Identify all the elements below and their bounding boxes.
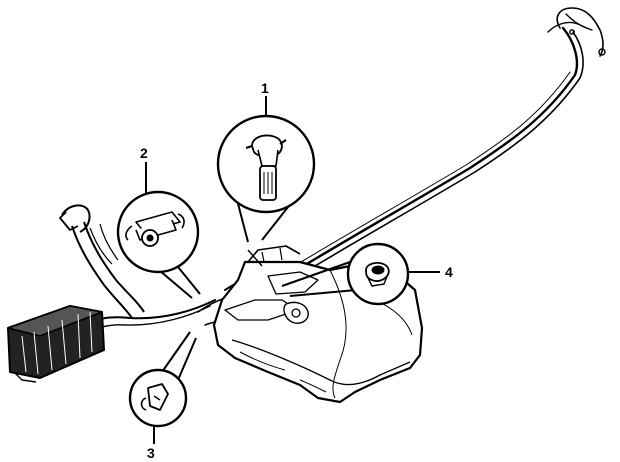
pump-leader bbox=[247, 249, 263, 267]
callout-4-group: 4 bbox=[281, 242, 453, 306]
callout-1-group: 1 bbox=[216, 80, 316, 243]
grommet-icon bbox=[365, 262, 390, 287]
hose-clamp-icon bbox=[125, 211, 185, 247]
fuel-pump-sender-icon bbox=[245, 134, 287, 201]
callout-number-3: 3 bbox=[147, 445, 155, 461]
charcoal-canister bbox=[7, 305, 105, 383]
callout-3-group: 3 bbox=[128, 331, 197, 461]
callout-2-group: 2 bbox=[116, 145, 201, 299]
fuel-filler-neck bbox=[59, 204, 145, 319]
clip-icon bbox=[140, 383, 169, 411]
callout-number-2: 2 bbox=[140, 145, 148, 161]
callout-number-1: 1 bbox=[261, 80, 269, 96]
callout-number-4: 4 bbox=[445, 264, 453, 280]
